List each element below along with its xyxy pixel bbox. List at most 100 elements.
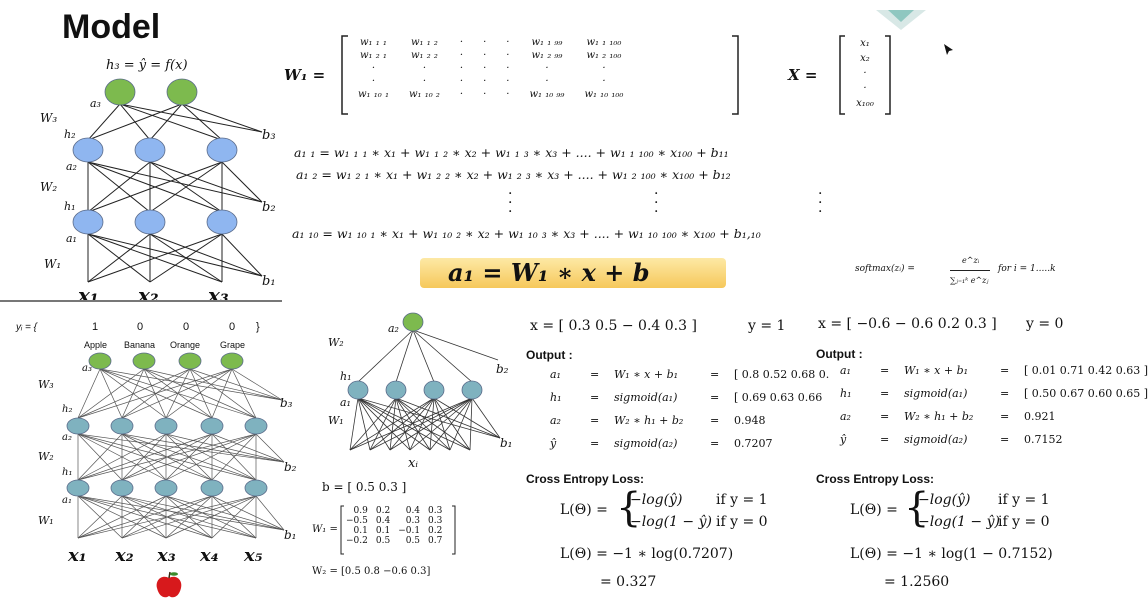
hidden-node — [423, 380, 445, 400]
example2-row-cell: = — [1000, 387, 1010, 400]
x-vector-cell: x₁ — [860, 38, 870, 49]
edge — [395, 397, 431, 451]
w1-matrix-cell: w₁ ₂ ₁ — [360, 50, 387, 61]
w1-matrix-row: ······· — [348, 62, 633, 75]
label-w2: W₂ — [40, 180, 58, 194]
sn-label-b1: b₁ — [500, 436, 513, 450]
ex2-case1: −log(ŷ) — [918, 492, 971, 508]
example1-row-cell: a₁ — [550, 368, 561, 381]
edge — [87, 161, 263, 203]
label-b2: b₂ — [262, 200, 276, 215]
edge — [357, 397, 431, 451]
edge — [149, 161, 263, 203]
w1-matrix-cell: · — [506, 50, 510, 61]
ex2-loss-lhs: L(Θ) = — [850, 502, 898, 518]
ex2-case2-cond: if y = 0 — [998, 514, 1050, 530]
edge — [409, 397, 435, 451]
edge — [121, 368, 233, 419]
edge — [349, 397, 397, 451]
edge — [433, 397, 451, 451]
edge — [189, 368, 213, 419]
w1-matrix-cell: · — [483, 89, 487, 100]
example2-row-cell: = — [1000, 364, 1010, 377]
edge — [149, 233, 263, 277]
ex1-x-vector: x = [ 0.3 0.5 − 0.4 0.3 ] — [530, 318, 697, 334]
edge — [165, 433, 257, 481]
equation-a11: a₁ ₁ = w₁ ₁ ₁ ∗ x₁ + w₁ ₁ ₂ ∗ x₂ + w₁ ₁ … — [294, 145, 729, 160]
softmax-fraction-bar — [950, 270, 990, 271]
edge — [231, 368, 257, 419]
apple-icon — [156, 571, 182, 598]
sn-label-xi: xᵢ — [408, 456, 418, 471]
example-2-panel: x = [ −0.6 − 0.6 0.2 0.3 ] y = 0 Output … — [812, 314, 1148, 604]
sn-w1-cell: −0.2 — [346, 536, 368, 546]
edge — [221, 161, 263, 203]
example1-row-cell: = — [710, 437, 720, 450]
hidden-node — [206, 137, 238, 163]
label-w3: W₃ — [40, 111, 58, 125]
example1-row-cell: = — [710, 368, 720, 381]
ex1-case1-cond: if y = 1 — [716, 492, 768, 508]
bl-label-h1: h₁ — [62, 467, 73, 478]
edge — [87, 233, 223, 283]
example2-row-cell: a₂ — [840, 410, 851, 423]
yi-value-3: 0 — [183, 321, 190, 333]
edge — [211, 495, 257, 539]
edge — [77, 433, 257, 481]
bl-input-x5: x₅ — [244, 545, 263, 566]
bl-input-x3: x₃ — [157, 545, 176, 566]
bottom-network-nodes — [66, 352, 268, 497]
w1-matrix-cell: w₁ ₁ ₁₀₀ — [586, 37, 622, 48]
x-vector-cell: x₁₀₀ — [856, 98, 874, 109]
yi-close: } — [256, 321, 260, 333]
edge — [165, 495, 285, 531]
edge — [121, 433, 257, 481]
w1-matrix-cell: w₁ ₁₀ ₁ — [358, 89, 389, 100]
edge — [77, 368, 233, 419]
ex1-y-value: y = 1 — [748, 318, 786, 334]
hidden-node — [134, 137, 166, 163]
edge — [389, 397, 473, 451]
class-apple: Apple — [84, 340, 108, 350]
ex1-output-header: Output : — [526, 348, 573, 362]
bl-label-h2: h₂ — [62, 404, 73, 415]
edge — [87, 103, 183, 141]
sn-label-w1: W₁ — [328, 414, 344, 427]
example2-row-cell: sigmoid(a₂) — [904, 433, 968, 446]
sn-w1-cell: 0.7 — [428, 536, 443, 546]
edge — [119, 103, 263, 133]
edge — [357, 397, 411, 451]
edge — [149, 161, 223, 213]
w1-matrix-cell: · — [483, 63, 487, 74]
edge — [77, 495, 123, 539]
example2-row-cell: = — [1000, 433, 1010, 446]
edge — [395, 397, 471, 451]
class-banana: Banana — [124, 340, 156, 350]
edge — [211, 368, 233, 419]
sn-label-a2: a₂ — [388, 322, 399, 335]
edge — [211, 495, 285, 531]
w1-matrix-cell: w₁ ₁₀ ₉₉ — [529, 89, 565, 100]
w1-matrix-cell: · — [459, 63, 464, 74]
bl-label-b1: b₁ — [284, 528, 297, 542]
sn-w1-cell: −0.1 — [398, 526, 421, 536]
edge — [181, 103, 223, 141]
edge — [412, 329, 499, 361]
edge — [189, 368, 257, 419]
edge — [77, 433, 167, 481]
bl-label-a1: a₁ — [62, 495, 72, 506]
w1-matrix-cell: w₁ ₁₀ ₂ — [408, 89, 440, 100]
hidden-node — [244, 417, 268, 435]
example1-row-cell: = — [590, 391, 600, 404]
output-node — [166, 78, 198, 106]
w1-matrix-cell: w₁ ₁ ₂ — [410, 37, 438, 48]
w1-matrix-cell: w₁ ₂ ₁₀₀ — [586, 50, 622, 61]
edge — [77, 368, 101, 419]
edge — [77, 433, 285, 463]
